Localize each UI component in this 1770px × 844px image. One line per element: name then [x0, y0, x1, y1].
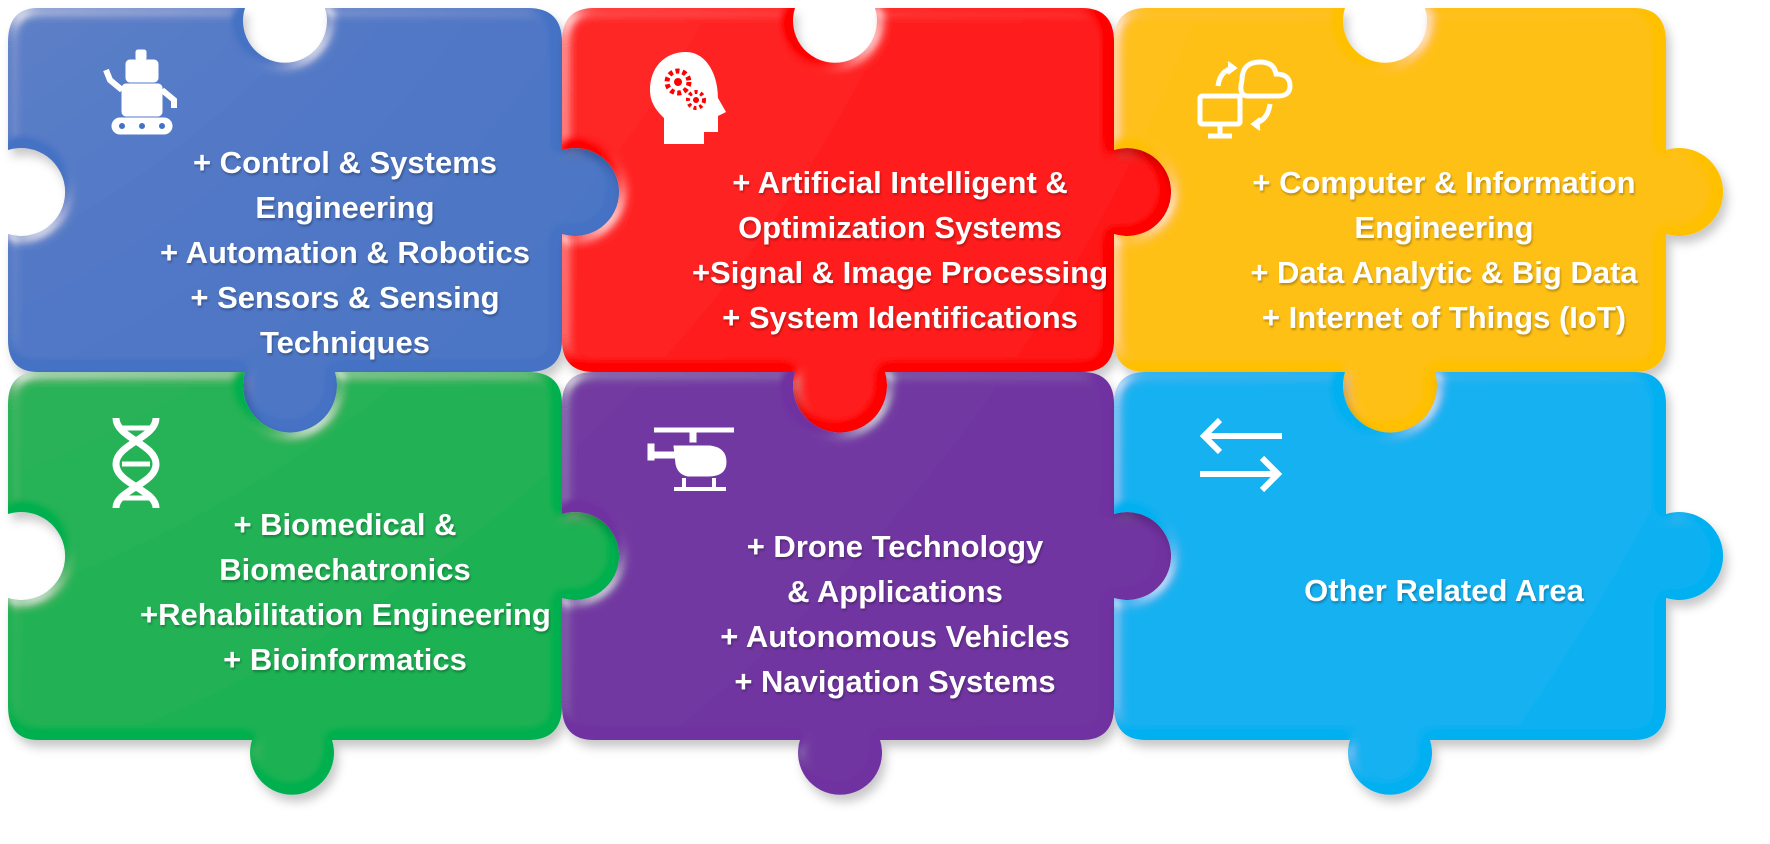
- piece-computer-line: Engineering: [1354, 210, 1534, 245]
- piece-biomedical-line: +Rehabilitation Engineering: [140, 597, 551, 632]
- piece-control-text: + Control & Systems Engineering + Automa…: [160, 140, 530, 365]
- piece-computer-text: + Computer & Information Engineering + D…: [1244, 160, 1644, 340]
- piece-computer-line: + Data Analytic & Big Data: [1250, 255, 1638, 290]
- piece-drone-shape: [562, 372, 1172, 795]
- piece-control-line: + Sensors & Sensing: [190, 280, 500, 315]
- piece-control-line: Engineering: [255, 190, 435, 225]
- piece-control-line: Techniques: [260, 325, 430, 360]
- piece-drone-line: & Applications: [787, 574, 1003, 609]
- piece-control-line: + Control & Systems: [192, 145, 498, 180]
- piece-biomedical-line: Biomechatronics: [219, 552, 471, 587]
- piece-drone-line: + Autonomous Vehicles: [720, 619, 1070, 654]
- piece-ai-text: + Artificial Intelligent & Optimization …: [690, 160, 1110, 340]
- puzzle-piece-other: [1114, 372, 1724, 795]
- piece-drone-line: + Navigation Systems: [734, 664, 1056, 699]
- piece-biomedical-line: + Biomedical &: [233, 507, 457, 542]
- piece-control-line: + Automation & Robotics: [160, 235, 530, 270]
- puzzle-piece-drone: [562, 372, 1172, 795]
- piece-other-shape: [1114, 372, 1724, 795]
- piece-ai-line: Optimization Systems: [738, 210, 1062, 245]
- piece-computer-line: + Internet of Things (IoT): [1261, 300, 1627, 335]
- cloud-computer-sync-icon: [1197, 59, 1293, 139]
- piece-biomedical-line: + Bioinformatics: [223, 642, 467, 677]
- piece-biomedical-shape: [8, 372, 620, 795]
- piece-drone-text: + Drone Technology & Applications + Auto…: [700, 524, 1090, 704]
- piece-ai-line: +Signal & Image Processing: [691, 255, 1109, 290]
- piece-other-line: Other Related Area: [1304, 573, 1584, 608]
- arrows-exchange-icon: [1199, 417, 1283, 493]
- piece-ai-line: + Artificial Intelligent &: [732, 165, 1068, 200]
- helicopter-icon: [647, 427, 734, 491]
- brain-gears-icon: [650, 52, 726, 144]
- puzzle-piece-biomedical: [8, 372, 620, 795]
- piece-other-text: Other Related Area: [1244, 568, 1644, 613]
- robot-icon: [103, 49, 177, 135]
- piece-computer-line: + Computer & Information: [1252, 165, 1636, 200]
- dna-icon: [112, 417, 160, 509]
- piece-ai-line: + System Identifications: [722, 300, 1078, 335]
- piece-drone-line: + Drone Technology: [746, 529, 1044, 564]
- piece-biomedical-text: + Biomedical & Biomechatronics +Rehabili…: [140, 502, 551, 682]
